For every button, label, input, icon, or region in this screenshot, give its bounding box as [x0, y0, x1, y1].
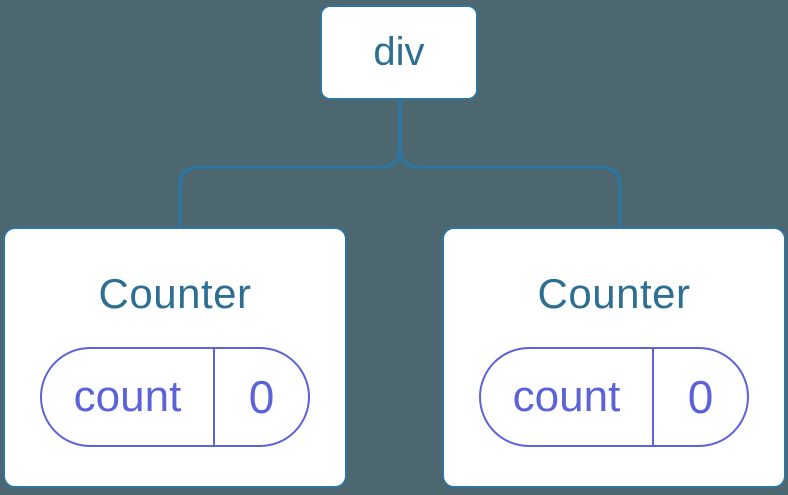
component-name: Counter	[98, 269, 252, 317]
state-value: 0	[687, 370, 714, 423]
root-node-label: div	[373, 30, 425, 74]
state-pill: count 0	[40, 346, 310, 447]
state-key: count	[42, 348, 215, 445]
root-node-div: div	[320, 5, 478, 100]
state-pill: count 0	[479, 346, 749, 447]
counter-node-right: Counter count 0	[442, 227, 786, 488]
connector-root-to-left-child	[178, 98, 402, 230]
state-value: 0	[248, 370, 275, 423]
counter-node-left: Counter count 0	[3, 227, 347, 488]
component-name: Counter	[537, 269, 691, 317]
state-key: count	[481, 348, 654, 445]
connector-root-to-right-child	[398, 98, 622, 230]
